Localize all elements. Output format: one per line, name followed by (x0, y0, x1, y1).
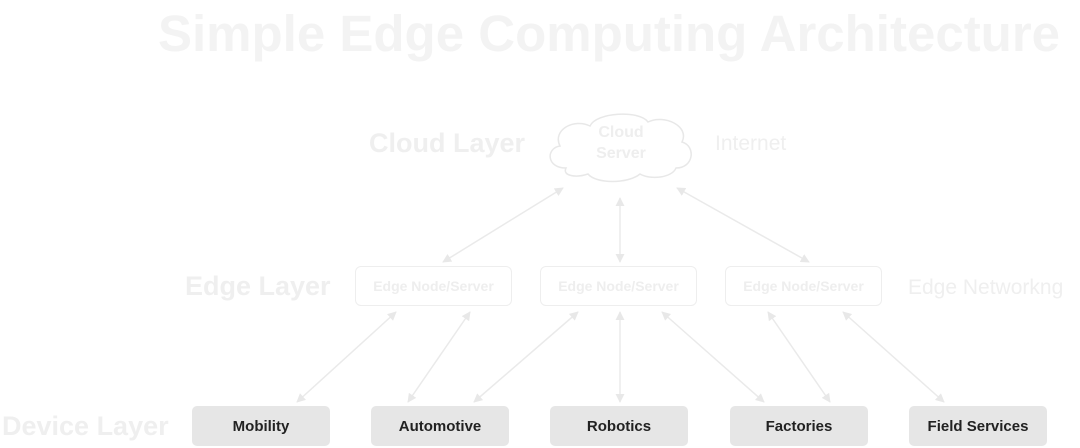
device-automotive[interactable]: Automotive (371, 406, 509, 446)
arrow-cloud-edge1 (442, 187, 564, 263)
edge-layer-label: Edge Layer (185, 271, 331, 301)
cloud-server-line2: Server (596, 145, 646, 162)
arrow-edge3-factories (767, 311, 831, 403)
cloud-server-label: Cloud Server (586, 122, 656, 164)
arrow-edge1-automotive (407, 311, 471, 403)
cloud-icon (549, 113, 692, 183)
device-factories[interactable]: Factories (730, 406, 868, 446)
edge-node-3[interactable]: Edge Node/Server (725, 266, 882, 306)
edge-networking-label: Edge Networkng (908, 276, 1064, 299)
diagram-title: Simple Edge Computing Architecture (158, 5, 1061, 62)
device-mobility[interactable]: Mobility (192, 406, 330, 446)
arrow-edge2-automotive (473, 311, 579, 403)
cloud-layer-label: Cloud Layer (369, 128, 526, 158)
cloud-server-line1: Cloud (598, 124, 644, 141)
device-layer-label: Device Layer (2, 411, 169, 441)
arrow-cloud-edge3 (676, 187, 810, 263)
edge-node-1[interactable]: Edge Node/Server (355, 266, 512, 306)
arrow-edge3-fieldservices (842, 311, 945, 403)
arrow-edge1-mobility (296, 311, 397, 403)
device-robotics[interactable]: Robotics (550, 406, 688, 446)
device-field-services[interactable]: Field Services (909, 406, 1047, 446)
arrow-edge2-factories (661, 311, 765, 403)
edge-node-2[interactable]: Edge Node/Server (540, 266, 697, 306)
internet-label: Internet (715, 132, 787, 155)
